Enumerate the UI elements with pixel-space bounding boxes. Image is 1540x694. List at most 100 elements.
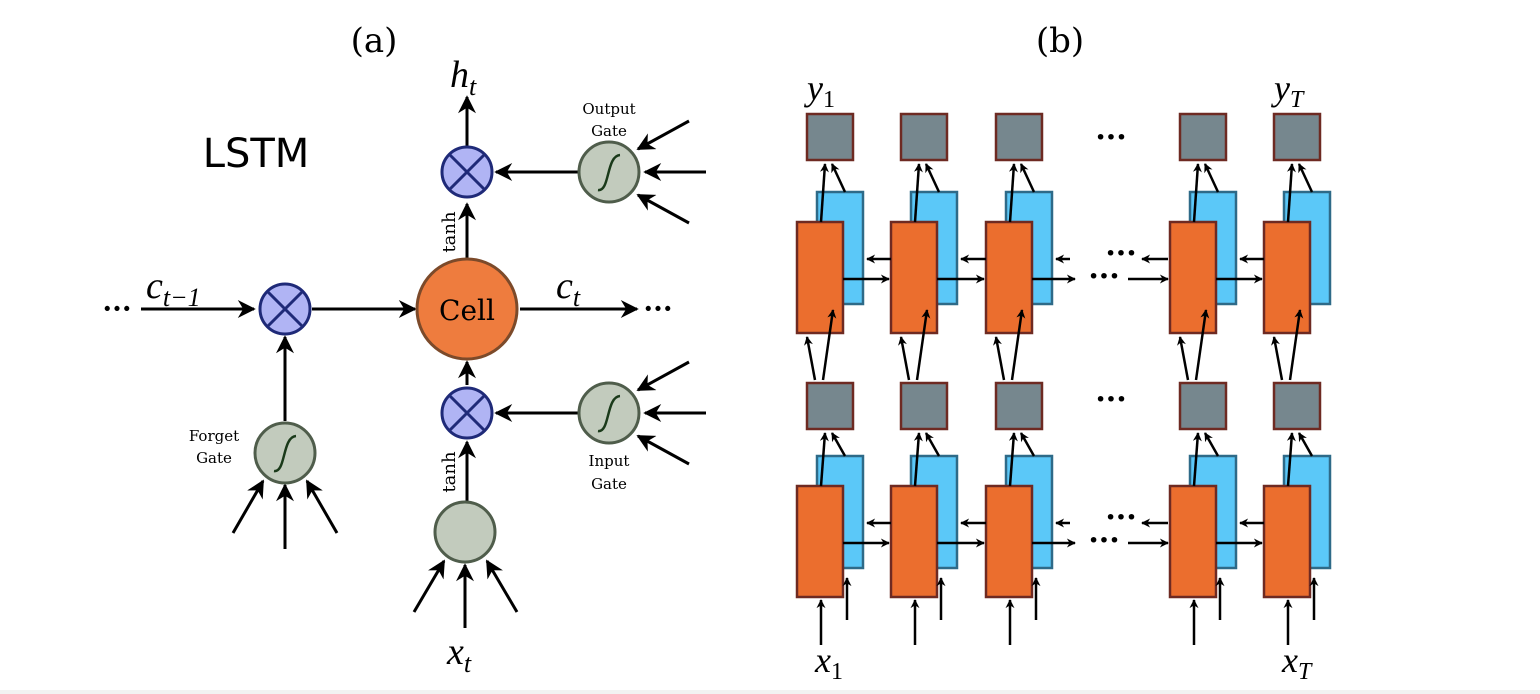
hidden-to-forward-arrow — [993, 336, 1006, 381]
hidden-to-forward-arrow — [898, 336, 911, 381]
cell-circle — [415, 257, 519, 361]
ellipsis-left: ··· — [102, 292, 131, 325]
multiply-node-forget — [258, 282, 312, 336]
input-gate-input-1 — [636, 360, 690, 392]
forward-to-output-arrow — [1286, 163, 1296, 223]
output-node — [1272, 112, 1322, 162]
output-node — [805, 112, 855, 162]
output-node — [994, 112, 1044, 162]
cell-label: Cell — [439, 294, 495, 327]
forward-cell — [1168, 220, 1218, 335]
input-gate-label-2: Gate — [591, 475, 627, 493]
ellipsis-layer1-fwd: ··· — [1088, 259, 1119, 294]
multiply-node-output — [440, 145, 494, 199]
h-t-label: ht — [450, 54, 477, 101]
lstm-title: LSTM — [203, 131, 310, 177]
forward-to-output-arrow — [1192, 163, 1202, 223]
input-gate-label-1: Input — [589, 452, 630, 470]
panel-b-caption: (b) — [1036, 21, 1084, 61]
backward-to-output-arrow — [1019, 432, 1036, 457]
forward-cell — [1168, 484, 1218, 599]
hidden-to-backward-arrow — [915, 309, 931, 381]
hidden-to-forward-arrow — [1271, 336, 1284, 381]
forward-cell — [984, 484, 1034, 599]
forward-cell — [889, 220, 939, 335]
cross-icon — [265, 289, 305, 329]
hidden-output-node — [1272, 381, 1322, 431]
tanh-label-bottom: tanh — [439, 451, 460, 493]
forward-cell — [795, 484, 845, 599]
backward-to-output-arrow — [830, 432, 847, 457]
input-gate: Input Gate — [577, 381, 641, 493]
sigmoid-icon — [273, 434, 297, 473]
x-t-label: xt — [446, 631, 472, 678]
forward-cell — [984, 220, 1034, 335]
forget-gate-label-2: Gate — [196, 449, 232, 467]
candidate-node — [433, 500, 497, 564]
forward-cell — [1262, 220, 1312, 335]
hidden-to-backward-arrow — [1010, 309, 1026, 381]
forward-to-output-arrow — [819, 432, 829, 487]
ellipsis-layer2-back: ··· — [1105, 500, 1136, 535]
forward-to-output-arrow — [819, 163, 829, 223]
input-label: xT — [1281, 640, 1313, 685]
panel-a-connectors — [141, 95, 706, 628]
backward-to-output-arrow — [1203, 432, 1220, 457]
ellipsis-layer1-back: ··· — [1105, 236, 1136, 271]
output-gate: Output Gate — [577, 100, 641, 204]
output-gate-input-3 — [636, 193, 690, 225]
panel-a: (a) LSTM — [102, 21, 706, 678]
sigmoid-icon — [597, 153, 621, 192]
ellipsis-layer2-fwd: ··· — [1088, 523, 1119, 558]
hidden-to-backward-arrow — [821, 309, 837, 381]
tanh-label-top: tanh — [439, 211, 460, 253]
hidden-output-node — [1178, 381, 1228, 431]
backward-to-output-arrow — [1297, 163, 1314, 193]
forward-cell — [795, 220, 845, 335]
forward-to-output-arrow — [913, 432, 923, 487]
sigmoid-icon — [597, 394, 621, 433]
backward-to-output-arrow — [1203, 163, 1220, 193]
ellipsis-top: ··· — [1095, 120, 1126, 155]
backward-to-output-arrow — [830, 163, 847, 193]
output-label: yT — [1271, 68, 1305, 113]
hidden-output-node — [994, 381, 1044, 431]
hidden-output-node — [805, 381, 855, 431]
c-prev-label: ct−1 — [146, 265, 201, 312]
output-gate-label-2: Gate — [591, 122, 627, 140]
forward-cell — [1262, 484, 1312, 599]
output-gate-input-1 — [636, 119, 690, 151]
input-gate-input-3 — [636, 434, 690, 466]
backward-to-output-arrow — [1019, 163, 1036, 193]
output-node — [1178, 112, 1228, 162]
candidate-input-3 — [485, 559, 519, 613]
forget-gate: Forget Gate — [189, 421, 317, 485]
ellipsis-right: ··· — [643, 292, 672, 325]
panel-a-caption: (a) — [351, 21, 398, 61]
cross-icon — [447, 152, 487, 192]
forward-to-output-arrow — [1192, 432, 1202, 487]
hidden-to-backward-arrow — [1288, 309, 1304, 381]
multiply-node-input — [440, 386, 494, 440]
hidden-to-forward-arrow — [804, 336, 817, 381]
forward-to-output-arrow — [913, 163, 923, 223]
ellipsis-middle: ··· — [1095, 382, 1126, 417]
backward-to-output-arrow — [924, 432, 941, 457]
hidden-to-backward-arrow — [1194, 309, 1210, 381]
output-node — [899, 112, 949, 162]
output-gate-label-1: Output — [582, 100, 635, 118]
forget-gate-input-3 — [305, 479, 339, 534]
forget-gate-label-1: Forget — [189, 427, 239, 445]
forward-to-output-arrow — [1008, 432, 1018, 487]
forward-to-output-arrow — [1286, 432, 1296, 487]
forward-to-output-arrow — [1008, 163, 1018, 223]
forget-gate-input-1 — [231, 479, 265, 534]
backward-to-output-arrow — [1297, 432, 1314, 457]
candidate-input-1 — [412, 559, 446, 613]
hidden-output-node — [899, 381, 949, 431]
backward-to-output-arrow — [924, 163, 941, 193]
input-label: x1 — [814, 640, 843, 685]
c-next-label: ct — [556, 265, 581, 312]
